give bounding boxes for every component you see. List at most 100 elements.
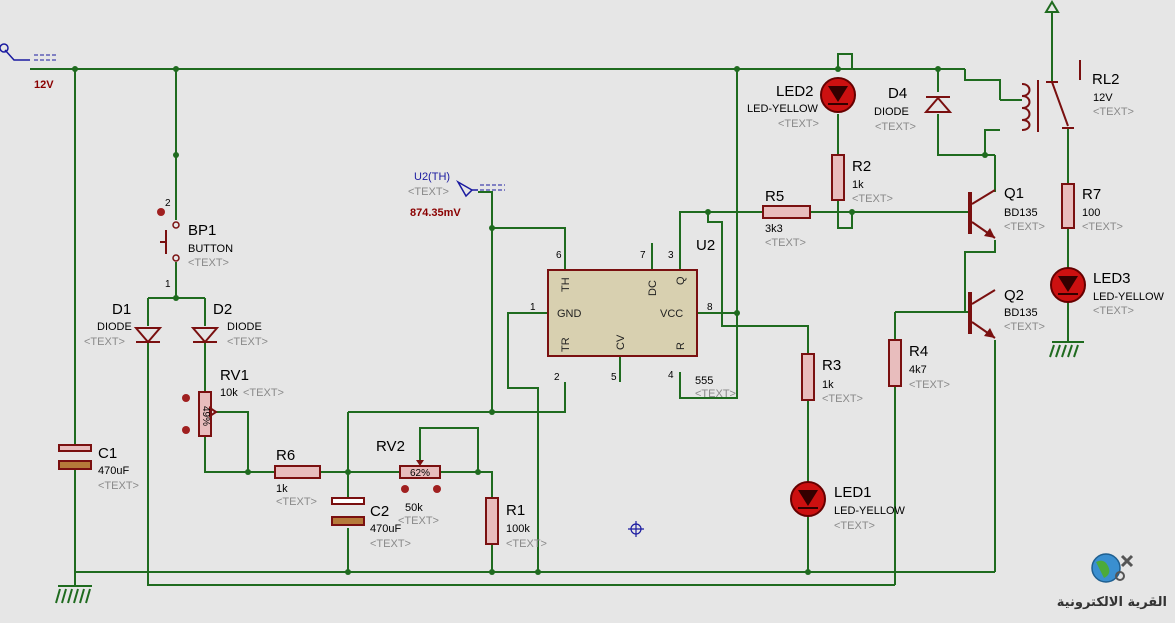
led3-ref: LED3 bbox=[1093, 270, 1131, 287]
r1-text: <TEXT> bbox=[506, 538, 547, 550]
u2-pin-number-2: 2 bbox=[554, 372, 560, 383]
d1-value: DIODE bbox=[97, 321, 132, 333]
led-led3[interactable]: LED3 LED-YELLOW <TEXT> bbox=[1050, 267, 1165, 317]
led-led2[interactable]: LED2 LED-YELLOW <TEXT> bbox=[747, 77, 856, 130]
r3-text: <TEXT> bbox=[822, 393, 863, 405]
u2-pin-cv: CV bbox=[615, 334, 627, 350]
u2-pin-number-8: 8 bbox=[707, 302, 713, 313]
resistor-r1[interactable]: R1 100k <TEXT> bbox=[485, 497, 547, 550]
resistor-r5[interactable]: R5 3k3 <TEXT> bbox=[762, 188, 811, 249]
led3-text: <TEXT> bbox=[1093, 305, 1134, 317]
r2-value: 1k bbox=[852, 179, 864, 191]
r7-value: 100 bbox=[1082, 207, 1100, 219]
u2-pin-number-6: 6 bbox=[556, 250, 562, 261]
bp1-text: <TEXT> bbox=[188, 257, 229, 269]
r7-text: <TEXT> bbox=[1082, 221, 1123, 233]
button-bp1[interactable]: 2 1 BP1 BUTTON <TEXT> bbox=[157, 198, 233, 290]
voltage-probe[interactable]: U2(TH) <TEXT> 874.35mV bbox=[408, 171, 505, 219]
relay-rl2[interactable]: RL2 12V <TEXT> bbox=[1021, 0, 1134, 132]
rv1-text: <TEXT> bbox=[243, 387, 284, 399]
probe-name: U2(TH) bbox=[414, 171, 450, 183]
diode-d1[interactable]: D1 DIODE <TEXT> bbox=[84, 301, 163, 348]
d4-value: DIODE bbox=[874, 106, 909, 118]
led2-ref: LED2 bbox=[776, 83, 814, 100]
led2-value: LED-YELLOW bbox=[747, 103, 819, 115]
r5-ref: R5 bbox=[765, 188, 784, 205]
led1-ref: LED1 bbox=[834, 484, 872, 501]
u2-pin-number-3: 3 bbox=[668, 250, 674, 261]
d2-text: <TEXT> bbox=[227, 336, 268, 348]
r4-value: 4k7 bbox=[909, 364, 927, 376]
supply-terminal[interactable]: 12V bbox=[0, 43, 58, 91]
junctions bbox=[72, 66, 988, 575]
r3-ref: R3 bbox=[822, 357, 841, 374]
c2-text: <TEXT> bbox=[370, 538, 411, 550]
r6-ref: R6 bbox=[276, 447, 295, 464]
d2-ref: D2 bbox=[213, 301, 232, 318]
u2-ref: U2 bbox=[696, 237, 715, 254]
timer-ic-u2[interactable]: TH DC Q GND VCC TR CV R 6 7 3 1 8 2 5 4 … bbox=[530, 237, 736, 400]
led2-text: <TEXT> bbox=[778, 118, 819, 130]
led-led1[interactable]: LED1 LED-YELLOW <TEXT> bbox=[790, 481, 906, 532]
u2-pin-gnd: GND bbox=[557, 308, 582, 320]
r6-value: 1k bbox=[276, 483, 288, 495]
supply-label: 12V bbox=[34, 79, 54, 91]
rl2-text: <TEXT> bbox=[1093, 106, 1134, 118]
c2-ref: C2 bbox=[370, 503, 389, 520]
u2-pin-number-7: 7 bbox=[640, 250, 646, 261]
probe-text: <TEXT> bbox=[408, 186, 449, 198]
u2-pin-q: Q bbox=[675, 276, 687, 285]
resistor-r3[interactable]: R3 1k <TEXT> bbox=[801, 353, 863, 405]
potentiometer-rv2[interactable]: 62% RV2 50k <TEXT> bbox=[376, 438, 441, 527]
u2-value: 555 bbox=[695, 375, 713, 387]
diode-d2[interactable]: D2 DIODE <TEXT> bbox=[190, 301, 268, 348]
potentiometer-rv1[interactable]: 49% RV1 10k <TEXT> bbox=[182, 367, 284, 437]
rv2-value: 50k bbox=[405, 502, 423, 514]
transistor-q1[interactable]: Q1 BD135 <TEXT> bbox=[965, 185, 1045, 239]
d1-ref: D1 bbox=[112, 301, 131, 318]
rl2-ref: RL2 bbox=[1092, 71, 1120, 88]
probe-reading: 874.35mV bbox=[410, 207, 461, 219]
transistor-q2[interactable]: Q2 BD135 <TEXT> bbox=[965, 287, 1045, 339]
r7-ref: R7 bbox=[1082, 186, 1101, 203]
q1-ref: Q1 bbox=[1004, 185, 1024, 202]
led1-text: <TEXT> bbox=[834, 520, 875, 532]
diode-d4[interactable]: D4 DIODE <TEXT> bbox=[874, 85, 953, 133]
led3-value: LED-YELLOW bbox=[1093, 291, 1165, 303]
ground-symbol-led3 bbox=[1049, 341, 1084, 358]
r1-ref: R1 bbox=[506, 502, 525, 519]
u2-pin-number-5: 5 bbox=[611, 372, 617, 383]
rv1-percent: 49% bbox=[200, 406, 211, 426]
capacitor-c2[interactable]: C2 470uF <TEXT> bbox=[331, 497, 411, 550]
crosshair-icon bbox=[628, 521, 644, 537]
c1-ref: C1 bbox=[98, 445, 117, 462]
watermark-logo: القرية الالكترونية bbox=[1057, 553, 1167, 610]
rv1-value: 10k bbox=[220, 387, 238, 399]
r5-text: <TEXT> bbox=[765, 237, 806, 249]
resistor-r6[interactable]: R6 1k <TEXT> bbox=[274, 447, 321, 508]
r2-text: <TEXT> bbox=[852, 193, 893, 205]
resistor-r7[interactable]: R7 100 <TEXT> bbox=[1061, 183, 1123, 233]
d1-text: <TEXT> bbox=[84, 336, 125, 348]
capacitor-c1[interactable]: C1 470uF <TEXT> bbox=[58, 444, 139, 492]
u2-pin-th: TH bbox=[560, 277, 572, 292]
rv2-percent: 62% bbox=[410, 468, 430, 479]
q2-text: <TEXT> bbox=[1004, 321, 1045, 333]
bp1-pin1: 1 bbox=[165, 279, 171, 290]
watermark-text: القرية الالكترونية bbox=[1057, 595, 1167, 610]
c2-value: 470uF bbox=[370, 523, 401, 535]
u2-text: <TEXT> bbox=[695, 388, 736, 400]
r1-value: 100k bbox=[506, 523, 530, 535]
q2-value: BD135 bbox=[1004, 307, 1038, 319]
q2-ref: Q2 bbox=[1004, 287, 1024, 304]
d4-ref: D4 bbox=[888, 85, 907, 102]
u2-pin-vcc: VCC bbox=[660, 308, 683, 320]
c1-text: <TEXT> bbox=[98, 480, 139, 492]
u2-pin-number-4: 4 bbox=[668, 370, 674, 381]
bp1-value: BUTTON bbox=[188, 243, 233, 255]
q1-value: BD135 bbox=[1004, 207, 1038, 219]
resistor-r4[interactable]: R4 4k7 <TEXT> bbox=[888, 339, 950, 391]
resistor-r2[interactable]: R2 1k <TEXT> bbox=[831, 154, 893, 205]
r3-value: 1k bbox=[822, 379, 834, 391]
